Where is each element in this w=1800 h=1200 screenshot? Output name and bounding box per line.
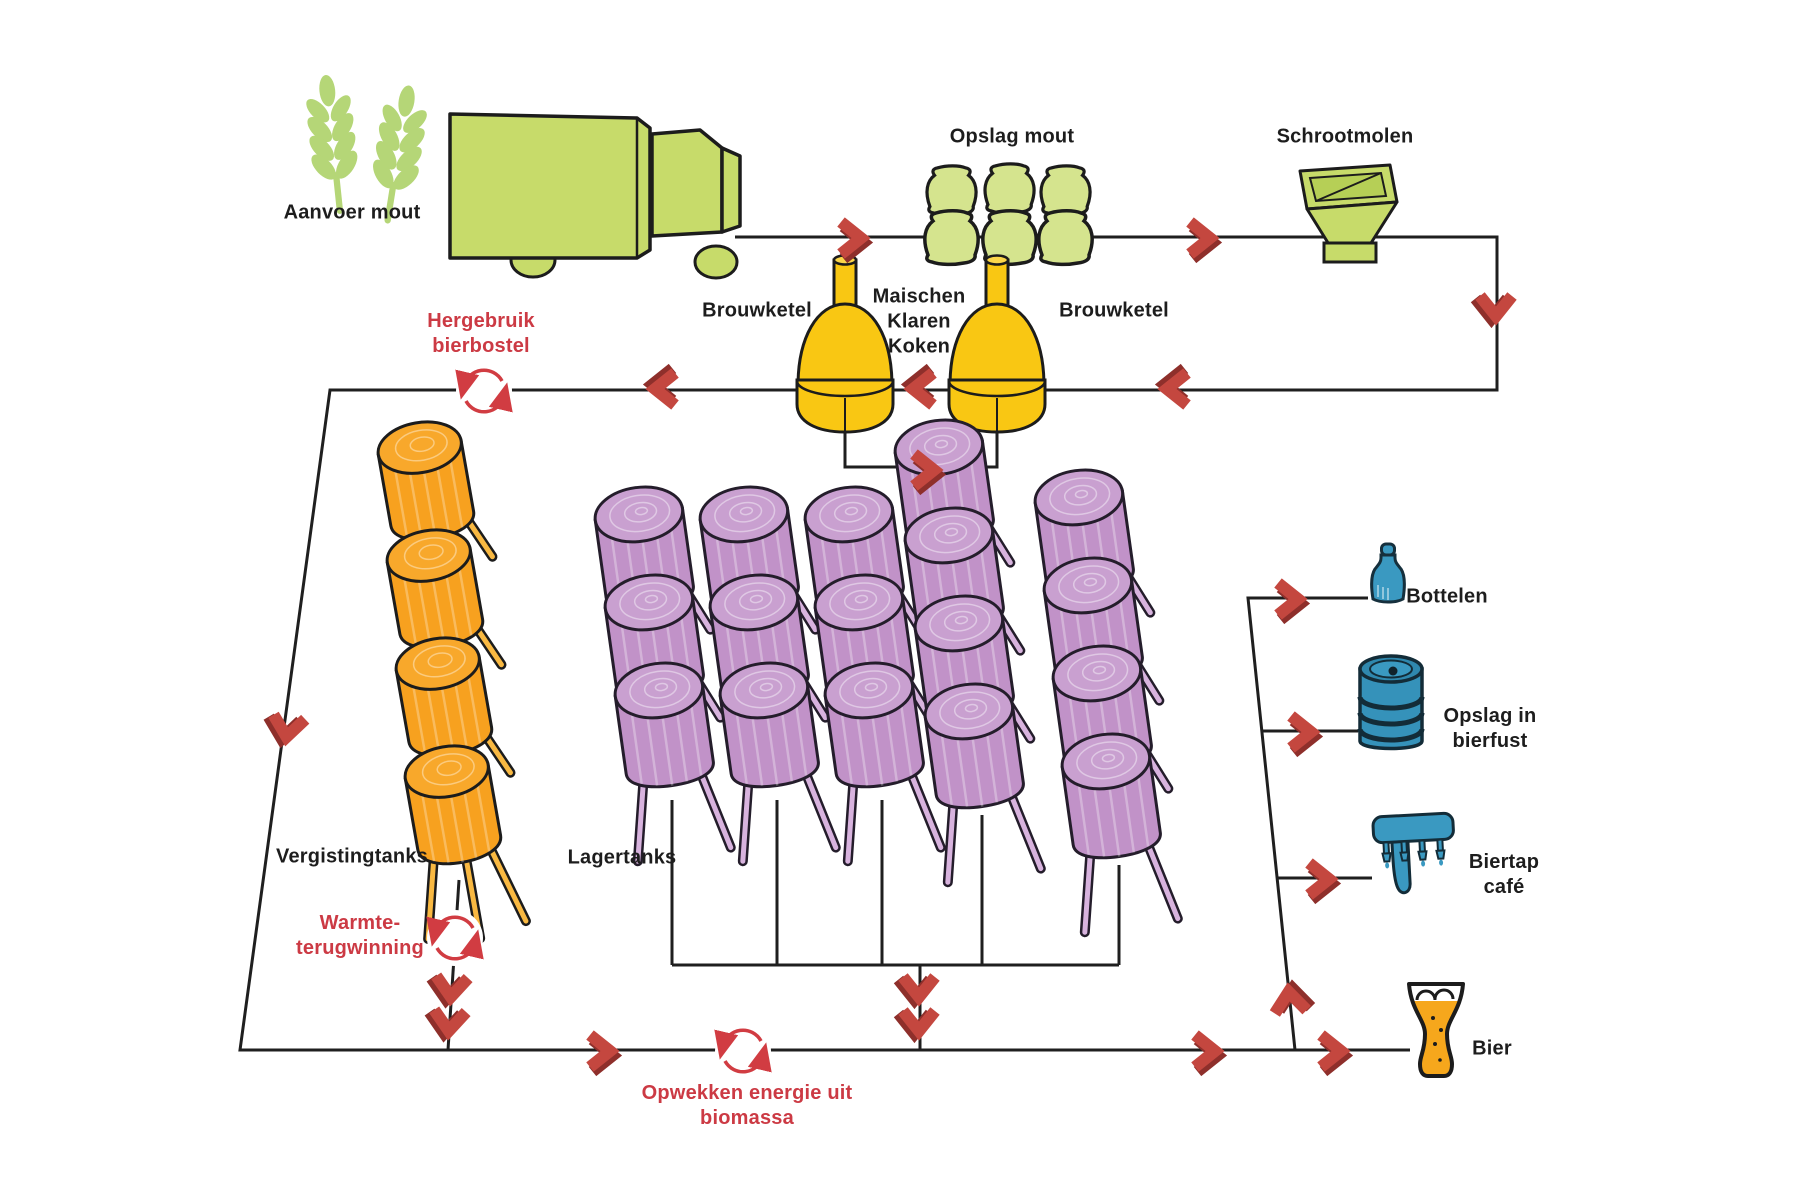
flow-arrow-icon	[1190, 222, 1213, 259]
tap-icon	[1371, 811, 1455, 895]
bottle-icon	[1370, 542, 1406, 604]
label-vergistingtanks: Vergistingtanks	[276, 845, 428, 868]
flow-arrow-icon	[1165, 369, 1188, 406]
flow-arrow-icon	[1476, 296, 1513, 319]
label-brouwketel-rechts: Brouwketel	[1059, 299, 1169, 322]
keg-icon	[1357, 654, 1425, 751]
flow-arrow-icon	[428, 1010, 466, 1035]
beer-glass-icon	[1407, 982, 1465, 1078]
label-aanvoer-mout: Aanvoer mout	[283, 201, 421, 224]
flow-arrow-icon	[1321, 1035, 1344, 1072]
recycle-icon	[456, 363, 512, 419]
flow-arrow-icon	[430, 976, 468, 1001]
label-hergebruik-bierbostel: Hergebruik bierbostel	[427, 310, 535, 357]
flow-arrow-icon	[1291, 716, 1314, 753]
label-lagertanks: Lagertanks	[567, 846, 677, 869]
label-biertap-cafe: Biertap café	[1468, 851, 1540, 898]
label-bottelen: Bottelen	[1406, 585, 1488, 608]
recycle-icon	[427, 910, 483, 966]
mill-icon	[1298, 163, 1399, 264]
label-brouwproces: Maischen Klaren Koken	[872, 285, 966, 358]
flow-arrow-icon	[1195, 1035, 1218, 1072]
label-opwekken-energie: Opwekken energie uit biomassa	[641, 1082, 853, 1129]
flow-arrow-icon	[590, 1035, 613, 1072]
flow-arrow-icon	[841, 222, 864, 259]
label-opslag-bierfust: Opslag in bierfust	[1443, 705, 1537, 752]
label-warmte-terugwinning: Warmte- terugwinning	[296, 912, 424, 959]
flow-arrow-icon	[911, 369, 934, 406]
malt-sack-icon	[923, 162, 1094, 267]
flow-arrow-icon	[1309, 863, 1332, 900]
label-brouwketel-links: Brouwketel	[702, 299, 812, 322]
flow-arrow-icon	[899, 977, 936, 1000]
recycle-icon	[715, 1023, 771, 1079]
flow-arrow-icon	[1278, 583, 1301, 620]
flow-arrow-icon	[899, 1011, 936, 1034]
label-schrootmolen: Schrootmolen	[1276, 125, 1414, 148]
label-opslag-mout: Opslag mout	[949, 125, 1075, 148]
label-bier: Bier	[1472, 1037, 1512, 1060]
truck-icon	[448, 112, 742, 280]
flow-arrow-icon	[653, 369, 676, 406]
